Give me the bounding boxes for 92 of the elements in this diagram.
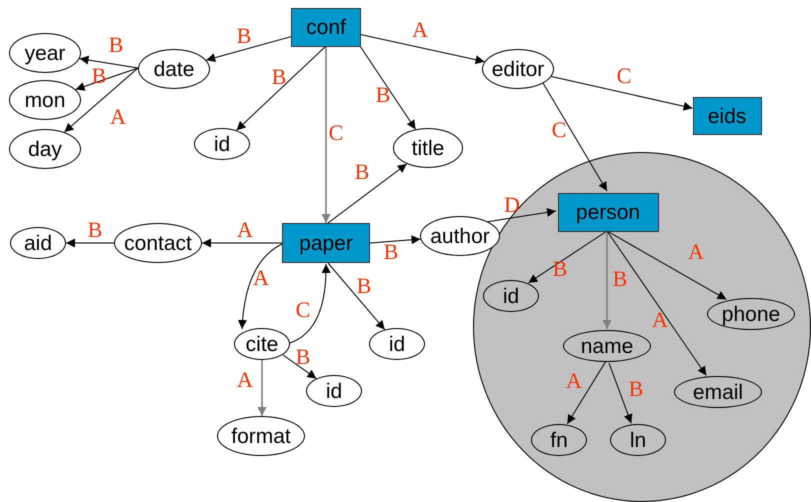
attribute-ellipse (420, 216, 500, 256)
entity-box (558, 192, 658, 232)
arrow (282, 354, 317, 380)
edge-label: B (108, 34, 124, 56)
edge-label: B (236, 25, 252, 47)
node-label: cite (246, 334, 278, 354)
arrow (202, 238, 282, 248)
arrow (360, 34, 485, 64)
attribute-ellipse (194, 128, 250, 160)
node-label: id (388, 334, 406, 354)
edge-label: B (356, 275, 372, 297)
arrow (608, 362, 632, 424)
node-label: mon (24, 90, 66, 110)
arrow (290, 264, 330, 344)
node-label: aid (24, 232, 52, 254)
entity-box (282, 223, 370, 263)
edge-label: C (616, 65, 632, 87)
arrow (328, 163, 408, 224)
edge-label: B (92, 65, 106, 87)
node-label: day (28, 138, 62, 160)
attribute-ellipse (234, 328, 290, 360)
node-label: year (24, 42, 66, 64)
node-label: id (502, 286, 520, 306)
arrow (370, 235, 421, 244)
node-label: email (692, 382, 744, 402)
node-label: conf (306, 16, 346, 38)
edge-label: B (272, 66, 286, 88)
entity-box (692, 97, 762, 135)
arrow (550, 76, 693, 111)
edge-label: B (88, 219, 102, 241)
edge-label: B (552, 258, 568, 280)
arrow (602, 231, 612, 329)
edge-label: A (652, 309, 668, 331)
attribute-ellipse (9, 80, 81, 120)
arrow (66, 238, 114, 248)
arrow (566, 360, 606, 424)
attribute-ellipse (10, 227, 66, 259)
attribute-ellipse (306, 375, 362, 407)
node-label: format (231, 426, 291, 446)
edge-label: A (688, 241, 704, 263)
arrow (328, 262, 386, 330)
edge-label: A (566, 370, 582, 392)
node-label: phone (722, 304, 780, 324)
arrow (79, 56, 138, 68)
attribute-ellipse (610, 424, 666, 456)
node-label: person (576, 202, 640, 222)
entity-box (291, 8, 361, 46)
edge-label: B (376, 84, 390, 106)
edge-label: B (612, 268, 628, 290)
arrow (606, 230, 707, 376)
arrow (236, 46, 326, 131)
node-label: paper (299, 232, 353, 254)
node-label: title (412, 138, 444, 158)
attribute-ellipse (531, 424, 587, 456)
arrow (486, 208, 556, 222)
edge-label: C (328, 122, 344, 144)
edge-label: A (253, 267, 269, 289)
edge-label: A (412, 19, 428, 41)
node-label: id (214, 134, 230, 154)
edge-label: C (296, 299, 310, 321)
arrow (258, 360, 266, 416)
edge-label: A (237, 369, 253, 391)
node-label: name (580, 336, 634, 356)
attribute-ellipse (483, 280, 539, 312)
edge-label: B (296, 346, 310, 368)
arrow (606, 230, 727, 300)
arrow (206, 36, 292, 62)
edge-label: B (628, 378, 644, 400)
node-label: id (326, 380, 342, 402)
edge-label: B (384, 241, 398, 263)
node-label: ln (630, 430, 646, 450)
attribute-ellipse (482, 49, 554, 89)
attribute-ellipse (138, 49, 210, 89)
edge-label: B (354, 161, 370, 183)
node-label: eids (708, 106, 746, 126)
arrow (528, 230, 608, 284)
node-label: fn (550, 430, 568, 450)
arrow (322, 46, 330, 223)
arrow (64, 68, 138, 133)
node-label: date (154, 58, 194, 80)
node-label: editor (492, 58, 544, 80)
arrow (360, 46, 416, 130)
edge-label: D (504, 194, 520, 216)
arrow (75, 68, 138, 91)
arrow (238, 244, 282, 330)
edge-label: A (237, 219, 253, 241)
node-label: author (430, 226, 490, 246)
attribute-ellipse (369, 328, 425, 360)
edge-label: C (552, 119, 566, 141)
arrow (542, 82, 608, 192)
edge-label: A (110, 106, 126, 128)
node-label: contact (124, 232, 192, 254)
